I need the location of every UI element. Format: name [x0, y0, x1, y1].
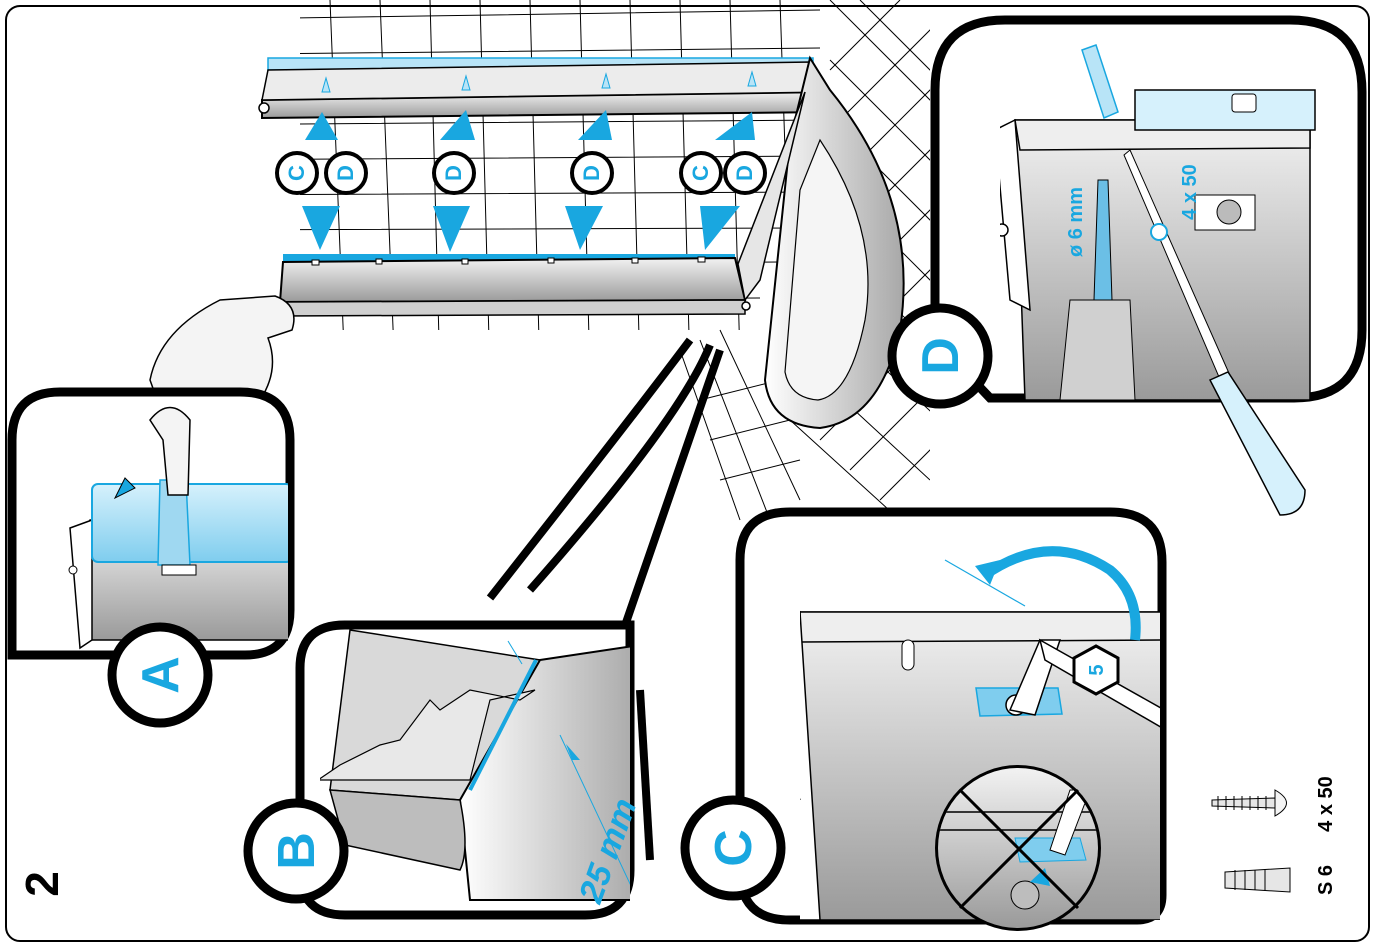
overview-markers: C D D D C D	[275, 151, 767, 195]
marker-label: D	[579, 165, 604, 181]
panel-b: 25 mm B	[243, 620, 644, 920]
panel-d: ø 6 mm 4 x 50 D	[887, 15, 1367, 516]
panel-b-label: B	[268, 832, 326, 870]
panel-c: 5 C	[680, 507, 1167, 931]
screw-size-label: 4 x 50	[1179, 164, 1201, 220]
screw-label: 4 x 50	[1315, 776, 1337, 832]
marker-group-2: D	[432, 151, 476, 195]
marker-group-1: C D	[275, 151, 368, 195]
marker-label: C	[284, 165, 309, 181]
bath-side-panel	[737, 55, 905, 430]
step-number: 2	[16, 871, 68, 897]
drill-size-label: ø 6 mm	[1065, 187, 1087, 257]
incorrect-detail	[935, 765, 1101, 931]
alignment-arrows	[302, 110, 755, 252]
wall-plug-icon	[1224, 867, 1291, 893]
top-rail	[258, 57, 832, 120]
hex-key-size: 5	[1086, 664, 1108, 675]
bottom-rail	[276, 254, 751, 317]
panel-c-label: C	[705, 829, 763, 867]
panel-a-label: A	[132, 656, 190, 694]
marker-group-3: D	[570, 151, 614, 195]
screw-icon	[1211, 789, 1287, 817]
marker-group-4: C D	[679, 151, 767, 195]
parts-list: 4 x 50 S 6	[1211, 776, 1337, 895]
marker-label: C	[688, 165, 713, 181]
panel-a: A	[7, 387, 295, 728]
marker-label: D	[441, 165, 466, 181]
marker-label: D	[333, 165, 358, 181]
wall-plug-label: S 6	[1315, 865, 1337, 895]
marker-label: D	[732, 165, 757, 181]
panel-d-label: D	[912, 337, 970, 375]
